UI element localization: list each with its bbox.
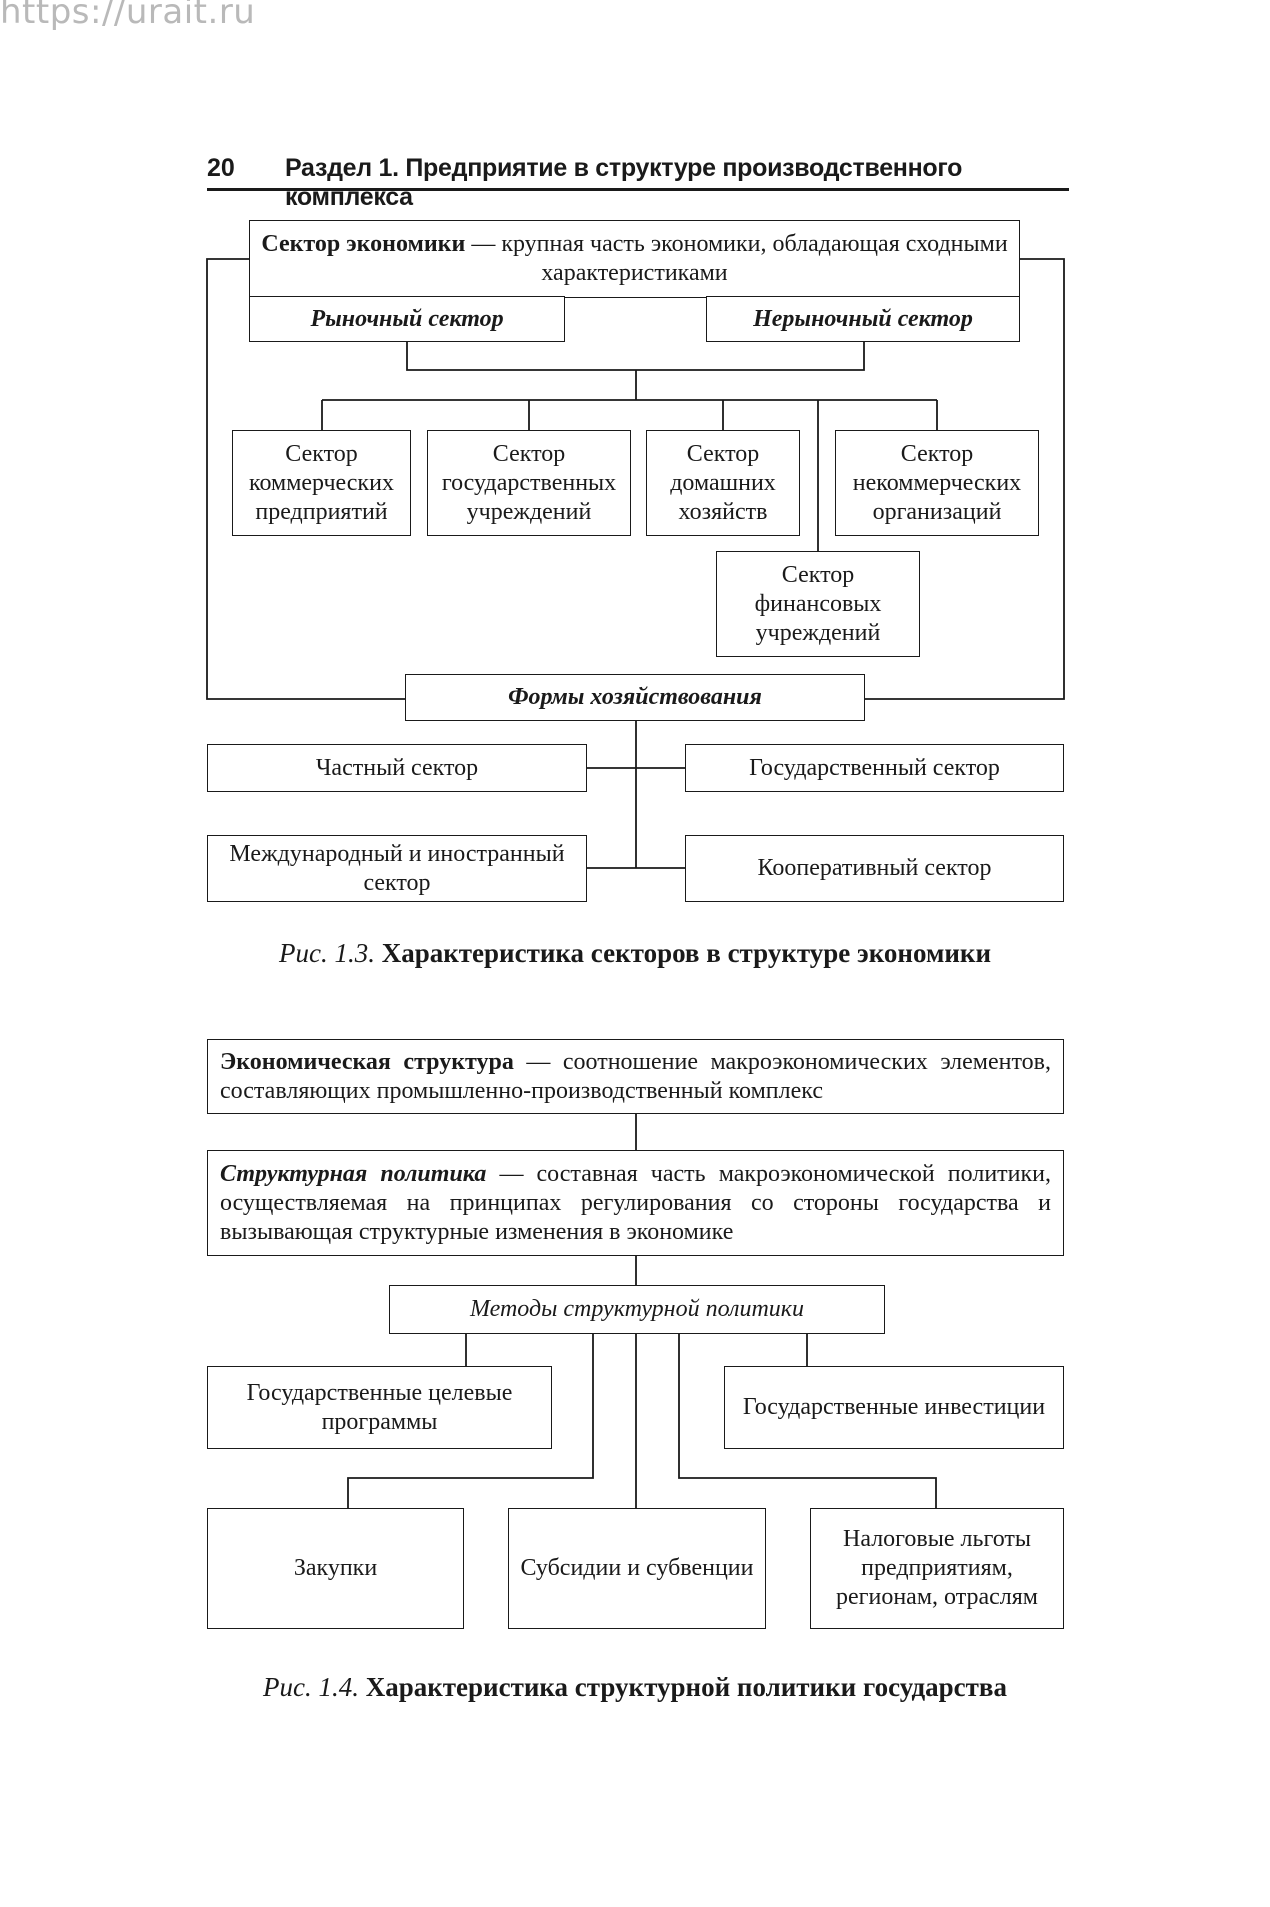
international-foreign-sector-box: Международный и иностранный сектор [207, 835, 587, 902]
structural-policy-term: Структурная политика [220, 1160, 487, 1187]
sector-economy-definition: — крупная часть экономики, обладающая сх… [465, 231, 1008, 286]
methods-to-purchases-line [347, 1334, 594, 1508]
figure-1-3-label: Рис. 1.3. [278, 938, 375, 968]
market-nonmarket-join-line [406, 342, 865, 371]
figure-1-4-label: Рис. 1.4. [262, 1672, 359, 1702]
section-title: Раздел 1. Предприятие в структуре произв… [285, 154, 963, 211]
methods-to-tax-line [678, 1334, 937, 1508]
nonmarket-sector-box: Нерыночный сектор [706, 296, 1020, 342]
structural-policy-definition: — составная часть макроэкономической пол… [220, 1160, 1051, 1245]
sector-economy-term: Сектор экономики [261, 231, 466, 257]
loop-right-line [865, 258, 1065, 700]
state-investments-box: Государственные инвестиции [724, 1366, 1064, 1449]
tax-benefits-box: Налоговые льготы предприятиям, регионам,… [810, 1508, 1064, 1629]
nonprofit-organizations-sector-box: Сектор некоммерческих организаций [835, 430, 1039, 536]
subsidies-box: Субсидии и субвенции [508, 1508, 766, 1629]
forms-of-management-box: Формы хозяйствования [405, 674, 865, 721]
structural-policy-methods-box: Методы структурной политики [389, 1285, 885, 1334]
state-sector-box: Государственный сектор [685, 744, 1064, 792]
loop-left-line [206, 258, 405, 700]
structural-policy-definition-box: Структурная политика — составная часть м… [207, 1150, 1064, 1256]
figure-1-3-caption: Рис. 1.3. Характеристика секторов в стру… [0, 938, 1270, 969]
private-sector-box: Частный сектор [207, 744, 587, 792]
figure-1-4-title: Характеристика структурной политики госу… [365, 1672, 1007, 1702]
state-target-programs-box: Государственные целевые программы [207, 1366, 552, 1449]
economic-structure-term: Экономическая структура [220, 1048, 514, 1075]
commercial-enterprises-sector-box: Сектор коммерческих предприятий [232, 430, 411, 536]
market-sector-box: Рыночный сектор [249, 296, 565, 342]
economic-structure-definition-box: Экономическая структура — соотношение ма… [207, 1039, 1064, 1114]
figure-1-4-caption: Рис. 1.4. Характеристика структурной пол… [0, 1672, 1270, 1703]
state-institutions-sector-box: Сектор государственных учреждений [427, 430, 631, 536]
watermark-url: https://urait.ru [0, 0, 256, 32]
running-header: 20 Раздел 1. Предприятие в структуре про… [207, 150, 1069, 211]
financial-institutions-sector-box: Сектор финансовых учреждений [716, 551, 920, 657]
page-number: 20 [207, 154, 235, 182]
purchases-box: Закупки [207, 1508, 464, 1629]
economic-structure-definition: — соотношение макроэкономических элемент… [220, 1048, 1051, 1104]
sector-economy-definition-box: Сектор экономики — крупная часть экономи… [249, 220, 1020, 298]
households-sector-box: Сектор домашних хозяйств [646, 430, 800, 536]
cooperative-sector-box: Кооперативный сектор [685, 835, 1064, 902]
figure-1-3-title: Характеристика секторов в структуре экон… [381, 938, 991, 968]
